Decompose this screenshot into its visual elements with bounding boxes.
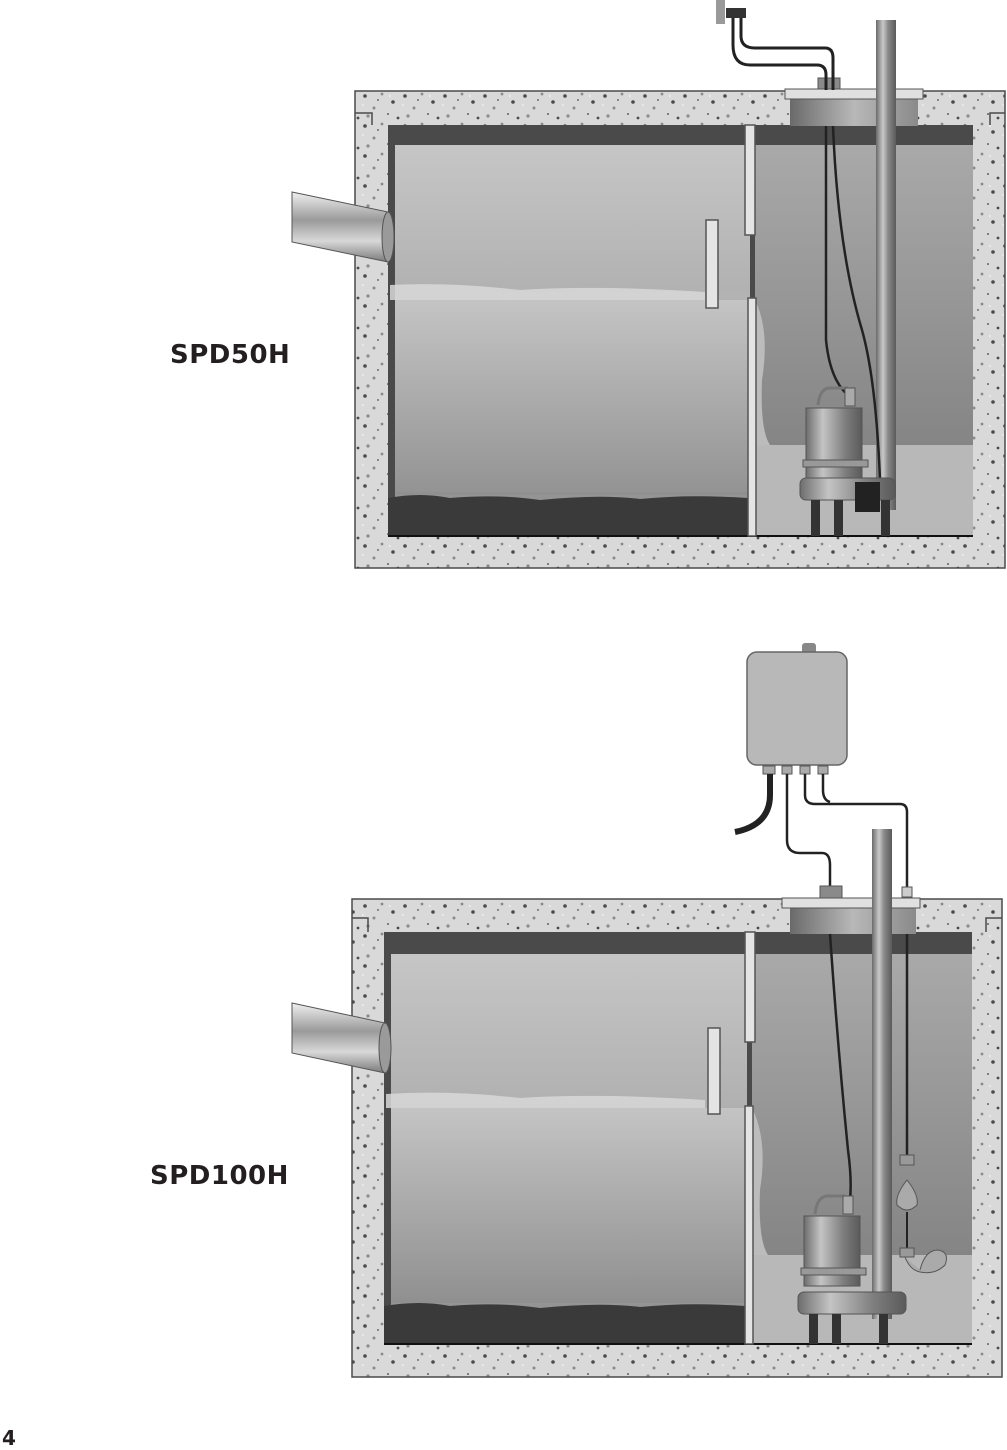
inlet-pipe [291, 191, 395, 263]
baffle-wall [707, 931, 756, 1345]
grinder-pump [799, 386, 896, 536]
baffle-wall [705, 124, 757, 537]
model-label-spd100h: SPD100H [150, 1161, 289, 1191]
page-number: 4 [2, 1426, 16, 1450]
control-panel [746, 643, 848, 775]
concrete-basin [354, 90, 1006, 569]
power-cord [734, 774, 909, 890]
discharge-pipe [876, 20, 896, 510]
basin-lid [781, 885, 921, 934]
model-label-spd50h: SPD50H [170, 340, 291, 370]
wall-plug [716, 0, 746, 24]
spd50h-diagram [0, 0, 1007, 600]
discharge-pipe [872, 829, 892, 1319]
float-switches [896, 1154, 947, 1274]
spd50h-illustration [291, 0, 1006, 569]
spd100h-diagram [0, 640, 1007, 1400]
grinder-pump [797, 1194, 907, 1344]
pump-cable [828, 933, 909, 1201]
spd100h-illustration [291, 643, 1003, 1378]
basin-lid [784, 77, 924, 126]
power-cord [731, 18, 882, 481]
inlet-pipe [291, 1002, 392, 1074]
